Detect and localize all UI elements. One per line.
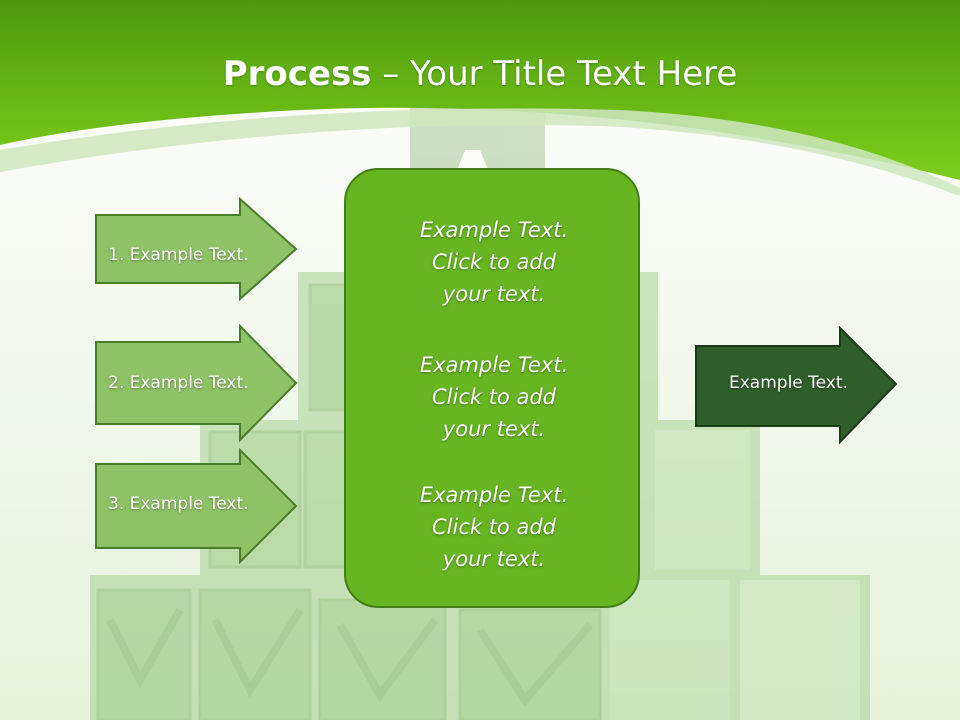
right-arrow-label: Example Text. — [729, 373, 848, 393]
center-block-3-line1: Example Text. — [419, 483, 569, 507]
center-block-1: Example Text. Click to add your text. — [346, 214, 642, 310]
center-block-3-line3: your text. — [442, 547, 546, 571]
title-bold: Process — [222, 54, 372, 94]
center-block-2-line1: Example Text. — [419, 353, 569, 377]
center-block-2-line3: your text. — [442, 417, 546, 441]
header-swoosh — [0, 108, 960, 196]
left-arrow-1-label: 1. Example Text. — [108, 245, 249, 265]
center-block-3: Example Text. Click to add your text. — [346, 479, 642, 575]
center-text-box[interactable]: Example Text. Click to add your text. Ex… — [344, 168, 640, 608]
center-block-1-line1: Example Text. — [419, 218, 569, 242]
left-arrow-1[interactable] — [94, 197, 300, 301]
center-block-3-line2: Click to add — [431, 515, 556, 539]
header-band — [0, 0, 960, 180]
center-block-1-line2: Click to add — [431, 250, 556, 274]
right-arrow[interactable] — [694, 326, 900, 446]
left-arrow-3-label: 3. Example Text. — [108, 494, 249, 514]
left-arrow-2-label: 2. Example Text. — [108, 373, 249, 393]
center-block-2: Example Text. Click to add your text. — [346, 349, 642, 445]
slide-title[interactable]: Process – Your Title Text Here — [0, 50, 960, 98]
left-arrow-2[interactable] — [94, 324, 300, 442]
center-block-2-line2: Click to add — [431, 385, 556, 409]
left-arrow-3[interactable] — [94, 448, 300, 566]
center-block-1-line3: your text. — [442, 282, 546, 306]
title-rest: – Your Title Text Here — [371, 54, 738, 94]
